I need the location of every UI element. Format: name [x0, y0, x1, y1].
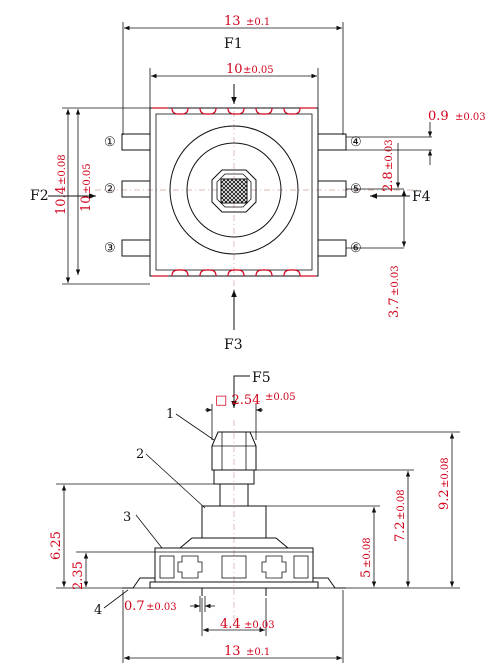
callout-3: 3 [123, 510, 131, 525]
callout-4: 4 [94, 603, 102, 618]
side-view: F5 □ 2.54 ±0.05 [49, 370, 460, 663]
pins-left [121, 133, 151, 257]
pin-label-3: ③ [104, 241, 116, 256]
overall-height-value: 10.4 [54, 186, 69, 215]
side-overall-width-tol: ±0.1 [246, 647, 270, 658]
housing-side [122, 505, 346, 589]
callout-2: 2 [136, 447, 144, 462]
height-7-2-value: 7.2 [393, 521, 408, 542]
force-f1-label: F1 [224, 36, 243, 52]
overall-height-tol: ±0.08 [57, 154, 68, 185]
shaft-square-value: □ 2.54 [215, 393, 260, 408]
force-f5-arrow [231, 375, 250, 408]
pin-width-tol: ±0.03 [455, 112, 486, 123]
body-width-value: 10 [226, 62, 243, 77]
pin-pitch-value: 2.8 [381, 171, 396, 192]
height-7-2-tol: ±0.08 [396, 489, 407, 520]
pin-span-value: 3.7 [387, 297, 402, 318]
height-9-2-value: 9.2 [437, 489, 452, 510]
knob-inner-ring [186, 142, 282, 238]
force-f5-label: F5 [252, 370, 271, 386]
top-view: 13 ±0.1 F1 10 ±0.05 [30, 14, 486, 353]
actuator-octagon [211, 169, 257, 213]
pin-label-1: ① [104, 135, 116, 150]
height-base-value: 2.35 [71, 561, 86, 590]
pin-label-4: ④ [350, 135, 362, 150]
lead-width-value: 0.7 [124, 599, 145, 614]
pin-label-6: ⑥ [350, 241, 362, 256]
body-height-tol: ±0.05 [82, 163, 93, 194]
height-5-tol: ±0.08 [362, 537, 373, 568]
pins-right [317, 133, 347, 257]
side-overall-width-value: 13 [224, 644, 241, 659]
lead-pitch-value: 4.4 [220, 617, 241, 632]
pin-width-value: 0.9 [428, 109, 449, 124]
height-body-value: 6.25 [49, 531, 64, 560]
shaft-hatched-square [220, 178, 248, 204]
force-f2-label: F2 [30, 188, 49, 204]
pin-label-5: ⑤ [350, 182, 362, 197]
shaft-square-tol: ±0.05 [265, 392, 296, 403]
lead-pitch-tol: ±0.03 [244, 620, 275, 631]
height-5-value: 5 [359, 570, 374, 578]
callout-1: 1 [166, 407, 174, 422]
force-f3-label: F3 [224, 337, 243, 353]
knob-outer-ring [169, 125, 299, 255]
lead-width-tol: ±0.03 [146, 602, 177, 613]
pin-pitch-tol: ±0.03 [384, 139, 395, 170]
height-9-2-tol: ±0.08 [440, 457, 451, 488]
pin-label-2: ② [104, 182, 116, 197]
pin-span-tol: ±0.03 [390, 265, 401, 296]
overall-width-value: 13 [224, 14, 241, 29]
body-height-value: 10 [79, 195, 94, 212]
body-width-tol: ±0.05 [243, 65, 274, 76]
overall-width-tol: ±0.1 [246, 17, 270, 28]
force-f4-label: F4 [412, 189, 431, 205]
